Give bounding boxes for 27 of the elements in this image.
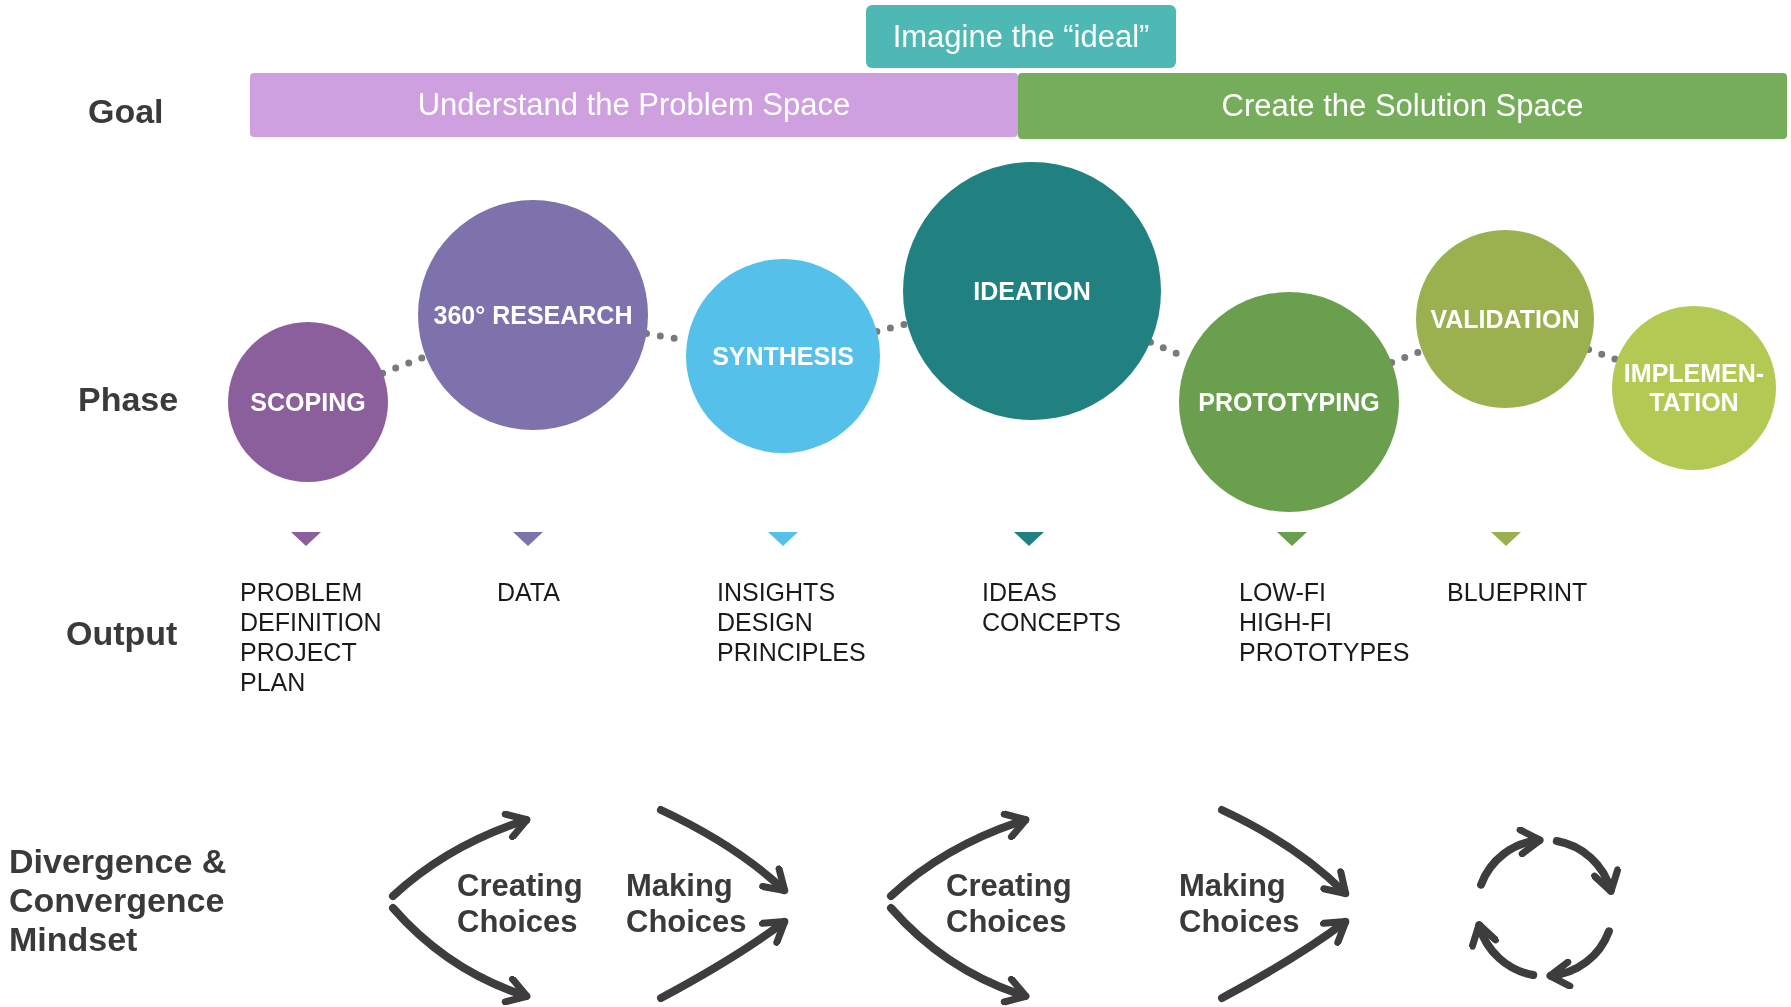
- phase-circle: PROTOTYPING: [1179, 292, 1399, 512]
- callout-banner: Imagine the “ideal”: [866, 5, 1176, 68]
- phase-circle: IDEATION: [903, 162, 1161, 420]
- output-text: PROBLEM DEFINITION: [240, 577, 383, 637]
- mindset-row-label: Divergence & Convergence Mindset: [9, 842, 228, 959]
- output-text: LOW-FI HIGH-FI PROTOTYPES: [1239, 577, 1411, 667]
- mode-label: Creating Choices: [457, 868, 584, 940]
- output-text: IDEAS: [982, 577, 1059, 607]
- phase-circle: SYNTHESIS: [686, 259, 880, 453]
- phase-circle: SCOPING: [228, 322, 388, 482]
- output-text: INSIGHTS: [717, 577, 837, 607]
- output-text: DESIGN PRINCIPLES: [717, 607, 867, 667]
- mode-label: Creating Choices: [946, 868, 1073, 940]
- output-text: PROJECT PLAN: [240, 637, 358, 697]
- phase-circle: IMPLEMEN- TATION: [1612, 306, 1776, 470]
- goal-bar: Understand the Problem Space: [250, 73, 1018, 137]
- output-text: DATA: [497, 577, 561, 607]
- output-row-label: Output: [66, 614, 178, 653]
- goal-row-label: Goal: [88, 92, 164, 131]
- phase-circle: VALIDATION: [1416, 230, 1594, 408]
- output-text: CONCEPTS: [982, 607, 1122, 637]
- mode-label: Making Choices: [626, 868, 748, 940]
- phase-circle: 360° RESEARCH: [418, 200, 648, 430]
- phase-row-label: Phase: [78, 380, 179, 419]
- goal-bar: Create the Solution Space: [1018, 73, 1787, 139]
- mode-label: Making Choices: [1179, 868, 1301, 940]
- output-text: BLUEPRINT: [1447, 577, 1589, 607]
